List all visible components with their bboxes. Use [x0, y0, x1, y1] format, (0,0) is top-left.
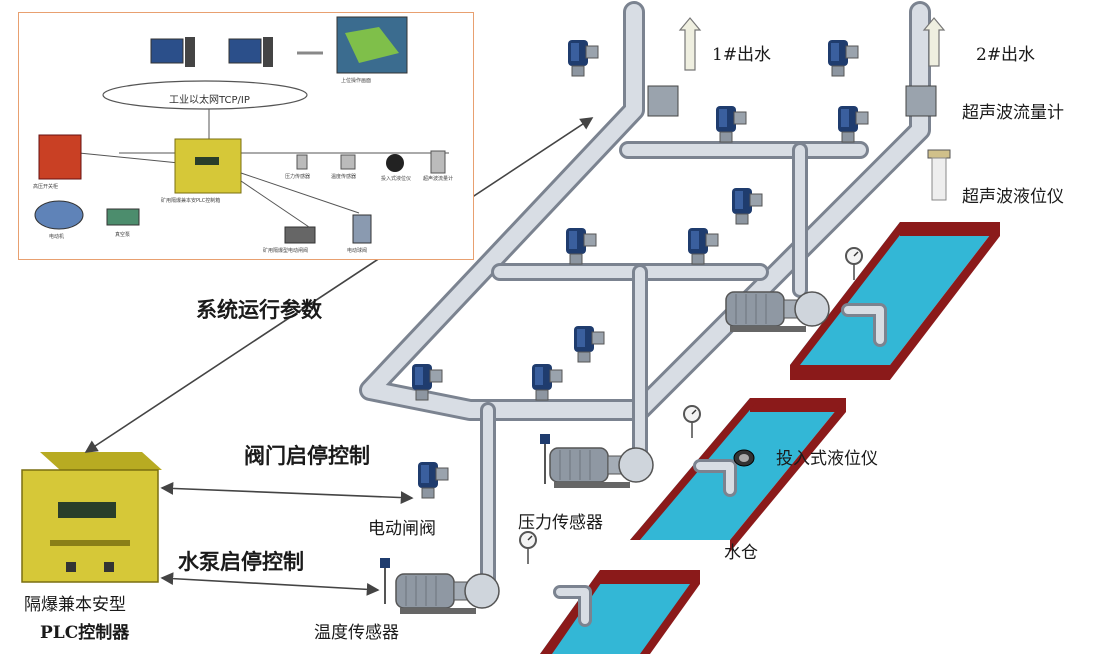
control-network-inset: 工业以太网TCP/IP 上位操作画面 高压开关柜 矿用隔爆兼本安PLC控制箱 电… [18, 12, 474, 260]
outlet-arrow-2 [922, 17, 946, 67]
flowmeter-icon [647, 85, 937, 117]
inset-item: 温度传感器 [331, 174, 357, 180]
inset-item: 压力传感器 [285, 174, 311, 180]
flowmeter-label: 超声波流量计 [962, 103, 1064, 123]
outlet1-label: 1#出水 [712, 45, 772, 65]
inset-item: 矿用隔爆型电动闸阀 [263, 248, 309, 254]
system-params-label: 系统运行参数 [196, 298, 322, 322]
ultrasonic-level-label: 超声波液位仪 [962, 187, 1064, 207]
sump-middle [630, 398, 846, 552]
ultrasonic-level-icon [927, 149, 951, 201]
sump-label: 水仓 [724, 543, 758, 563]
plc-label-line2: PLC控制器 [40, 623, 130, 643]
inset-item: 超声波流量计 [423, 176, 454, 182]
outlet-arrow-1 [678, 17, 702, 71]
monitor-label: 上位操作画面 [341, 78, 372, 84]
network-drawing [34, 16, 449, 244]
network-label: 工业以太网TCP/IP [169, 95, 250, 106]
inset-item: 电动机 [49, 234, 65, 240]
inset-item: 电动球阀 [347, 248, 368, 254]
sump-lower [540, 570, 700, 654]
electric-gate-valve-label: 电动闸阀 [368, 519, 436, 539]
inset-item: 投入式液位仪 [381, 176, 412, 182]
inset-item: 高压开关柜 [33, 184, 59, 190]
inset-item: 矿用隔爆兼本安PLC控制箱 [161, 198, 221, 204]
pressure-sensor-label: 压力传感器 [518, 513, 603, 533]
plc-label-line1: 隔爆兼本安型 [24, 595, 126, 615]
plc-controller [21, 452, 162, 583]
inset-item: 真空泵 [115, 232, 131, 238]
submersible-level-icon [733, 449, 755, 467]
outlet2-label: 2#出水 [976, 45, 1036, 65]
pump-control-label: 水泵启停控制 [178, 550, 304, 574]
sump-upper [790, 222, 1000, 380]
valve-control-label: 阀门启停控制 [244, 444, 370, 468]
temperature-sensor-label: 温度传感器 [314, 623, 399, 643]
submersible-level-label: 投入式液位仪 [776, 449, 878, 469]
